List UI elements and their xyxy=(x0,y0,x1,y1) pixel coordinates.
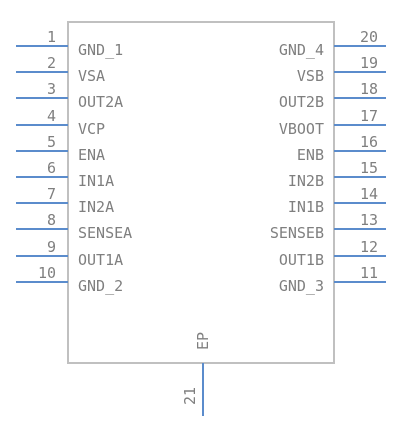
pin-2-label: VSA xyxy=(78,67,105,85)
pin-1-number: 1 xyxy=(47,28,56,46)
pin-5-label: ENA xyxy=(78,146,105,164)
pin-13-number: 13 xyxy=(360,211,378,229)
pin-11-label: GND_3 xyxy=(279,277,324,295)
pin-8-number: 8 xyxy=(47,211,56,229)
pin-11-number: 11 xyxy=(360,264,378,282)
pin-13-label: SENSEB xyxy=(270,224,324,242)
pin-9-number: 9 xyxy=(47,238,56,256)
pin-1-label: GND_1 xyxy=(78,41,123,59)
pin-19-number: 19 xyxy=(360,54,378,72)
pin-18-label: OUT2B xyxy=(279,93,324,111)
pin-21-label: EP xyxy=(194,332,212,350)
pin-2-number: 2 xyxy=(47,54,56,72)
pin-15-label: IN2B xyxy=(288,172,324,190)
pin-6-number: 6 xyxy=(47,159,56,177)
pin-5-number: 5 xyxy=(47,133,56,151)
pin-15-number: 15 xyxy=(360,159,378,177)
pin-7-label: IN2A xyxy=(78,198,114,216)
pin-6-label: IN1A xyxy=(78,172,114,190)
pin-7-number: 7 xyxy=(47,185,56,203)
bottom-pin-group: EP 21 xyxy=(181,332,212,416)
pin-18-number: 18 xyxy=(360,80,378,98)
pin-17-label: VBOOT xyxy=(279,120,324,138)
pin-19-label: VSB xyxy=(297,67,324,85)
pin-10-number: 10 xyxy=(38,264,56,282)
pin-21-number: 21 xyxy=(181,387,199,405)
pin-8-label: SENSEA xyxy=(78,224,132,242)
pin-14-label: IN1B xyxy=(288,198,324,216)
pin-20-number: 20 xyxy=(360,28,378,46)
pin-12-number: 12 xyxy=(360,238,378,256)
pin-3-label: OUT2A xyxy=(78,93,123,111)
pin-14-number: 14 xyxy=(360,185,378,203)
pin-10-label: GND_2 xyxy=(78,277,123,295)
pin-20-label: GND_4 xyxy=(279,41,324,59)
pin-4-label: VCP xyxy=(78,120,105,138)
ic-body xyxy=(67,21,335,364)
pin-17-number: 17 xyxy=(360,107,378,125)
pin-16-number: 16 xyxy=(360,133,378,151)
pin-16-label: ENB xyxy=(297,146,324,164)
pin-4-number: 4 xyxy=(47,107,56,125)
pin-12-label: OUT1B xyxy=(279,251,324,269)
pin-9-label: OUT1A xyxy=(78,251,123,269)
pin-3-number: 3 xyxy=(47,80,56,98)
